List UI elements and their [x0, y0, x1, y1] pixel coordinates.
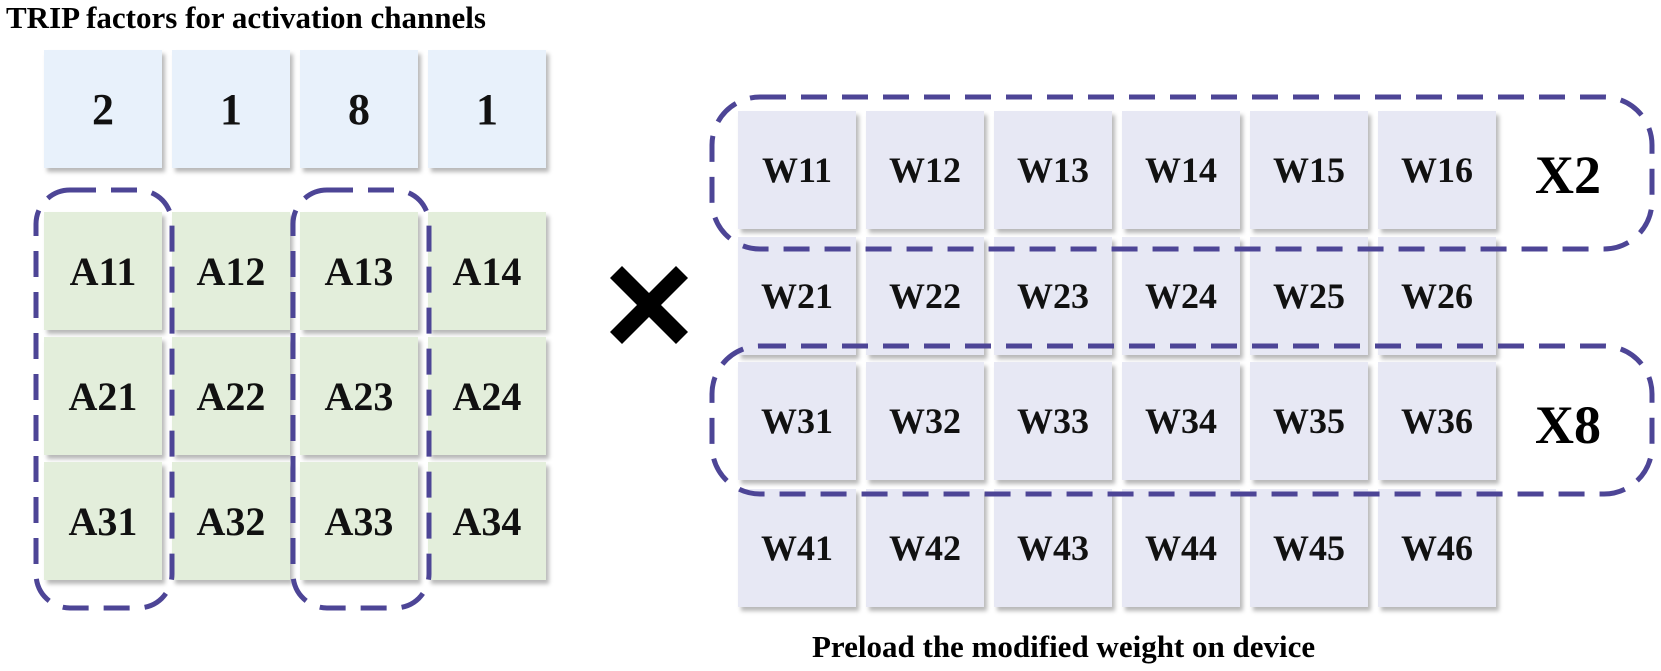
activation-cell: A13: [300, 212, 418, 330]
weight-cell: W14: [1122, 111, 1240, 229]
activation-cell: A12: [172, 212, 290, 330]
activation-cell: A14: [428, 212, 546, 330]
weight-cell: W21: [738, 237, 856, 355]
multiply-icon: [609, 265, 689, 345]
scale-label-x8: X8: [1535, 395, 1601, 455]
weight-cell: W34: [1122, 362, 1240, 480]
weight-cell: W41: [738, 489, 856, 607]
weight-cell: W44: [1122, 489, 1240, 607]
weight-cell: W23: [994, 237, 1112, 355]
activation-cell: A31: [44, 462, 162, 580]
weight-cell: W13: [994, 111, 1112, 229]
weight-cell: W45: [1250, 489, 1368, 607]
weight-cell: W22: [866, 237, 984, 355]
weight-cell: W46: [1378, 489, 1496, 607]
weight-cell: W26: [1378, 237, 1496, 355]
factor-cell: 1: [172, 50, 290, 168]
factor-cell: 8: [300, 50, 418, 168]
activation-cell: A23: [300, 337, 418, 455]
factor-cell: 1: [428, 50, 546, 168]
activation-cell: A22: [172, 337, 290, 455]
activation-cell: A33: [300, 462, 418, 580]
activation-cell: A11: [44, 212, 162, 330]
weight-cell: W35: [1250, 362, 1368, 480]
weight-cell: W16: [1378, 111, 1496, 229]
weight-cell: W33: [994, 362, 1112, 480]
activation-cell: A21: [44, 337, 162, 455]
factor-cell: 2: [44, 50, 162, 168]
weight-cell: W11: [738, 111, 856, 229]
weight-cell: W43: [994, 489, 1112, 607]
weight-cell: W24: [1122, 237, 1240, 355]
weight-cell: W25: [1250, 237, 1368, 355]
weight-cell: W12: [866, 111, 984, 229]
scale-label-x2: X2: [1535, 145, 1601, 205]
figure-caption: Preload the modified weight on device: [812, 629, 1316, 664]
figure-title: TRIP factors for activation channels: [6, 0, 486, 35]
weight-cell: W36: [1378, 362, 1496, 480]
activation-cell: A34: [428, 462, 546, 580]
activation-cell: A32: [172, 462, 290, 580]
activation-cell: A24: [428, 337, 546, 455]
weight-cell: W32: [866, 362, 984, 480]
weight-cell: W42: [866, 489, 984, 607]
weight-cell: W31: [738, 362, 856, 480]
weight-cell: W15: [1250, 111, 1368, 229]
